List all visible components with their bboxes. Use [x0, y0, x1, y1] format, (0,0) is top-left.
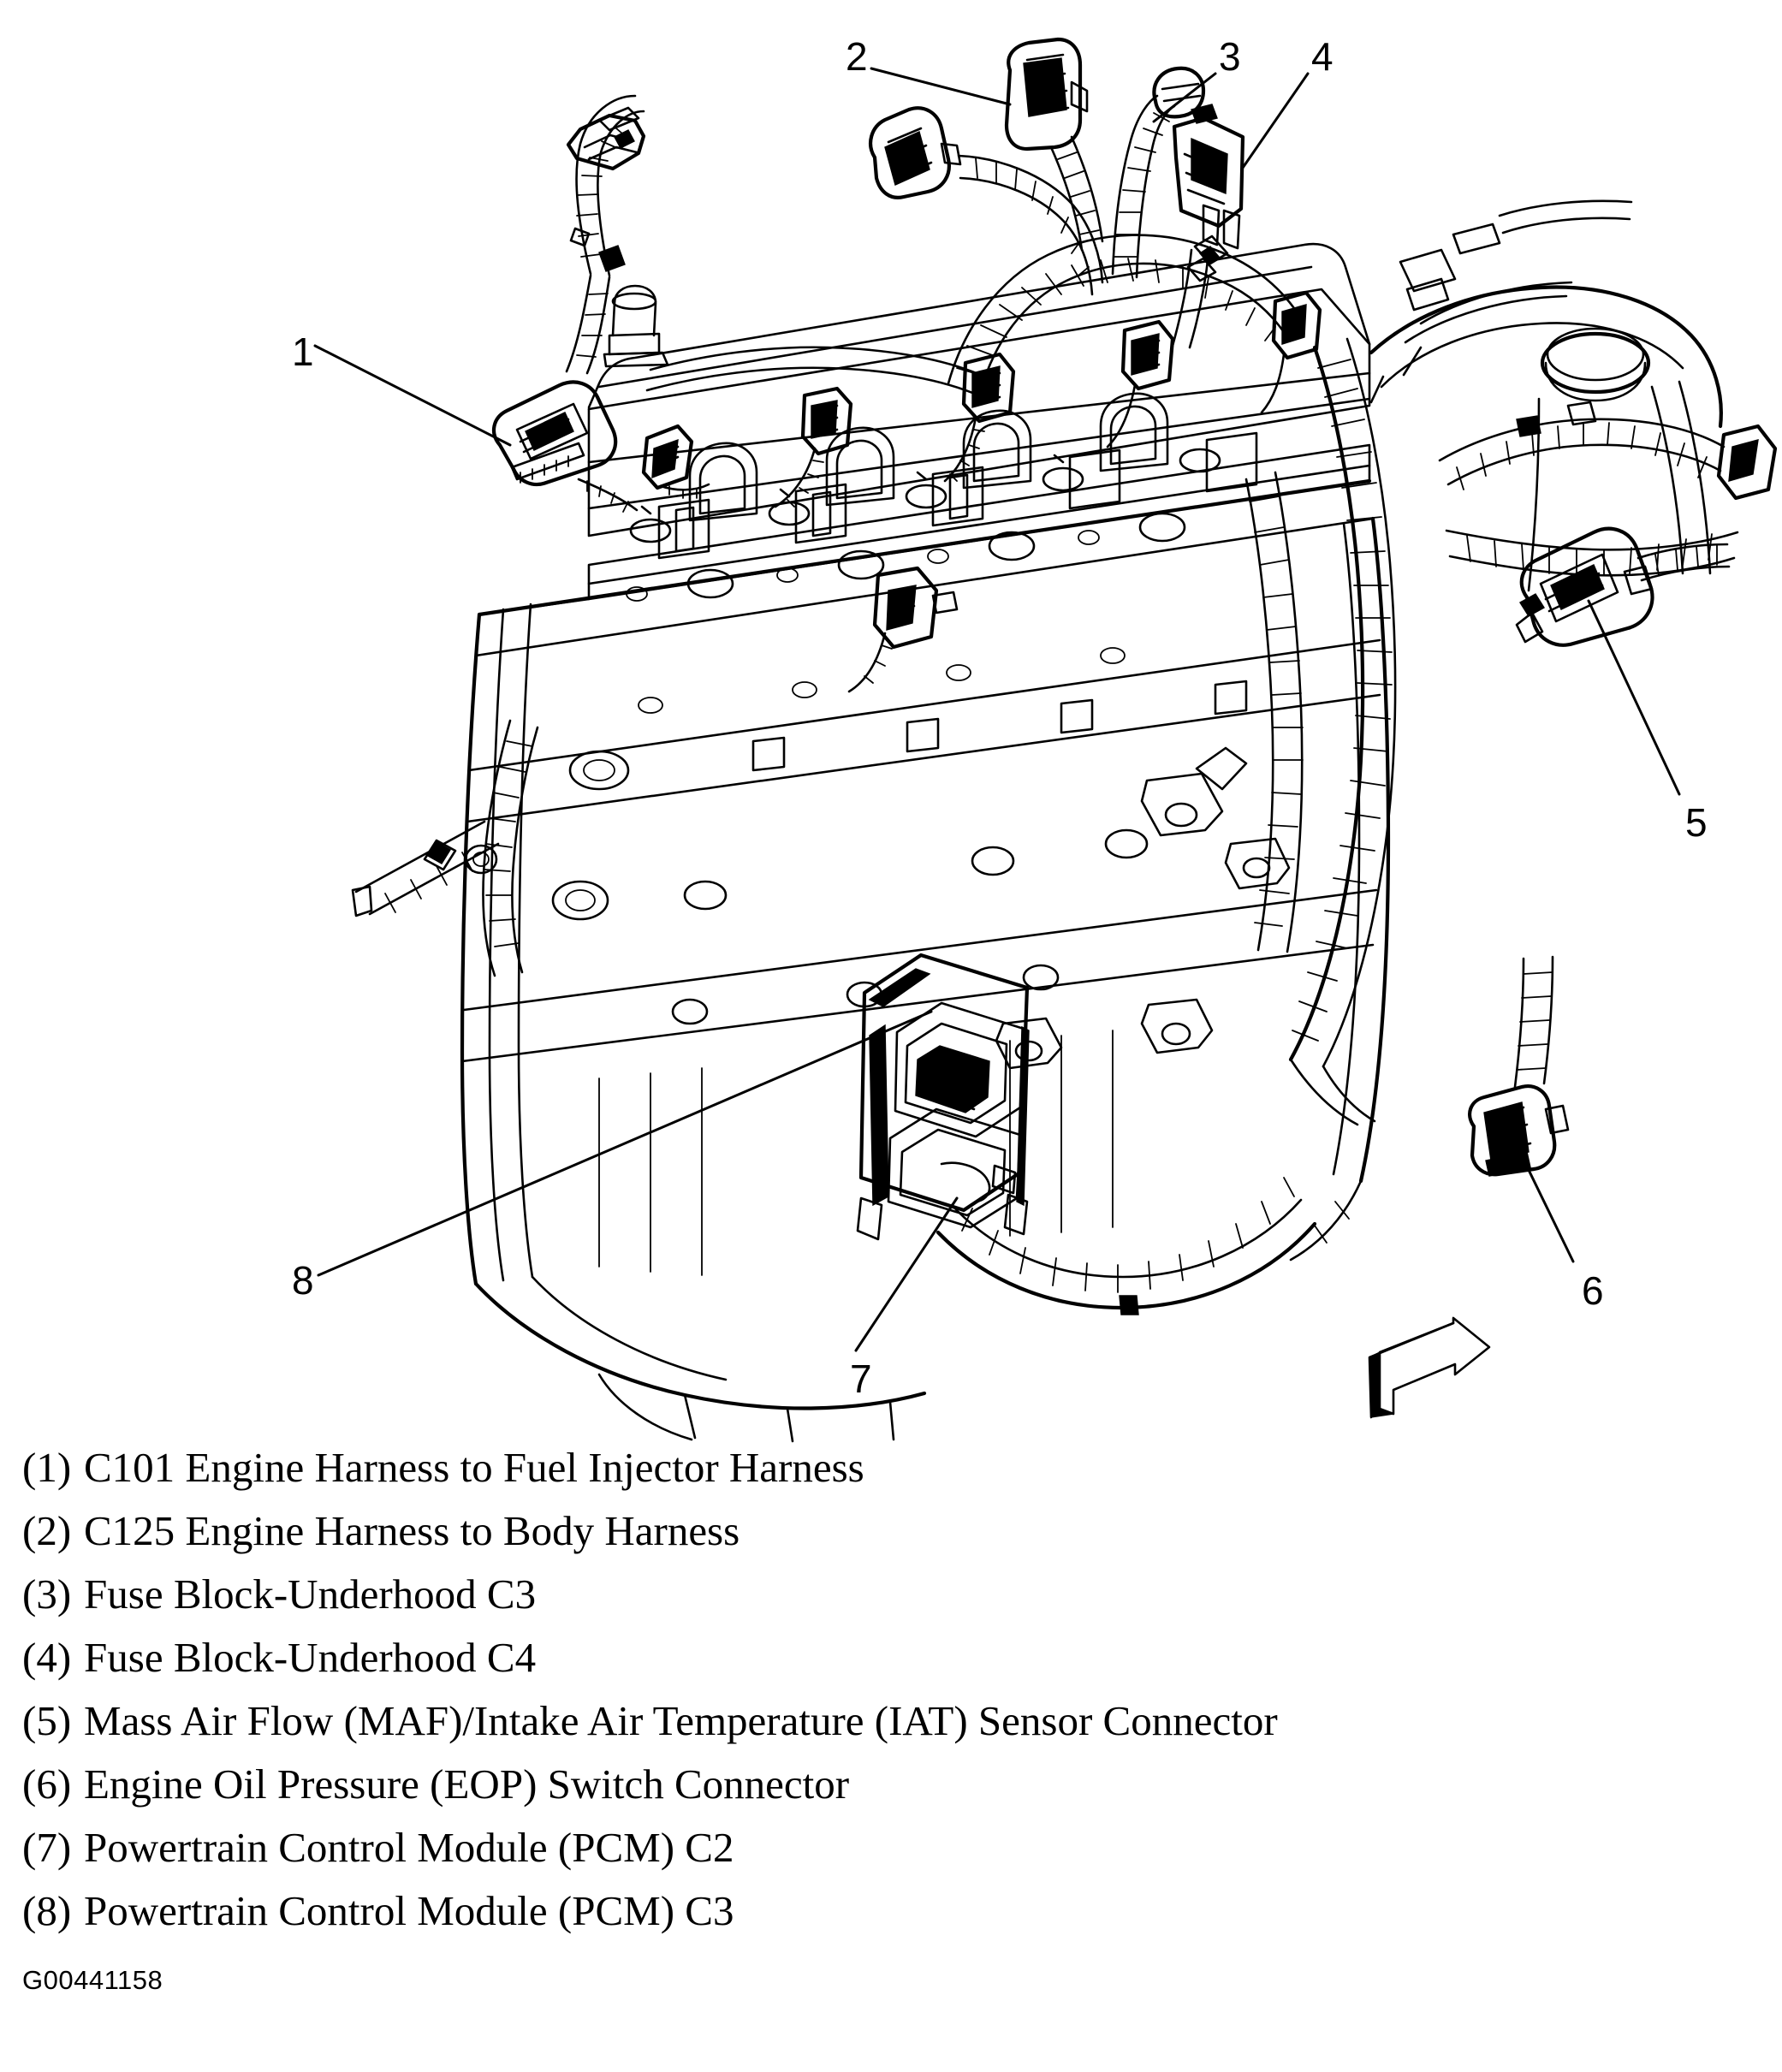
- connector-small-left: [641, 424, 710, 499]
- valve-cover: [587, 242, 1371, 411]
- legend-item-label: Powertrain Control Module (PCM) C3: [84, 1887, 734, 1934]
- legend-item-index: (4): [22, 1634, 72, 1681]
- coil-connectors-row: [774, 290, 1322, 508]
- legend-item-index: (2): [22, 1507, 72, 1554]
- callout-number: 3: [1219, 34, 1241, 79]
- mid-block-sensor: [847, 566, 959, 693]
- leader-line-2: [870, 67, 1012, 106]
- direction-arrow: [1368, 1316, 1491, 1419]
- legend-item: (7) Powertrain Control Module (PCM) C2: [0, 1826, 1782, 1890]
- leader-line-4: [1241, 72, 1310, 169]
- legend-item: (5) Mass Air Flow (MAF)/Intake Air Tempe…: [0, 1700, 1782, 1763]
- connector-fuse-block-c3-c4: [1111, 66, 1245, 349]
- engine-illustration: [313, 37, 1778, 1443]
- connector-c101-fuel-injector: [491, 380, 639, 513]
- top-right-small-parts: [1399, 199, 1633, 312]
- right-engine-cover: [1369, 281, 1723, 592]
- legend-item-label: C101 Engine Harness to Fuel Injector Har…: [84, 1444, 864, 1491]
- block-surface-details: [551, 647, 1248, 1276]
- legend-item-label: Fuse Block-Underhood C4: [84, 1634, 537, 1681]
- legend-item: (1) C101 Engine Harness to Fuel Injector…: [0, 1446, 1782, 1510]
- cylinder-head-and-block: [460, 478, 1391, 1443]
- callout-number: 8: [292, 1258, 314, 1303]
- legend-item-label: Mass Air Flow (MAF)/Intake Air Temperatu…: [84, 1697, 1278, 1744]
- callout-number: 1: [292, 330, 314, 374]
- cam-carrier: [587, 342, 1371, 543]
- lower-sweep-harness: [936, 1177, 1317, 1315]
- callout-number: 6: [1582, 1268, 1604, 1313]
- legend-item: (3) Fuse Block-Underhood C3: [0, 1573, 1782, 1636]
- leader-line-8: [317, 1010, 933, 1277]
- engine-line-art: [313, 37, 1778, 1443]
- legend-item-label: C125 Engine Harness to Body Harness: [84, 1507, 740, 1554]
- legend-list: (1) C101 Engine Harness to Fuel Injector…: [0, 1446, 1782, 1960]
- legend-item-index: (7): [22, 1824, 72, 1871]
- callout-number: 4: [1311, 34, 1334, 79]
- sump-corner: [1289, 1058, 1376, 1262]
- right-branch-connectors: [1438, 401, 1778, 577]
- connector-c125-body-harness: [1004, 37, 1104, 252]
- callout-number: 5: [1685, 800, 1708, 845]
- legend-item-index: (8): [22, 1887, 72, 1934]
- connector-eop-switch: [1468, 955, 1570, 1177]
- legend-item-index: (3): [22, 1570, 72, 1618]
- left-side-conduit: [482, 719, 539, 977]
- legend-item-label: Engine Oil Pressure (EOP) Switch Connect…: [84, 1760, 850, 1808]
- legend-item-label: Fuse Block-Underhood C3: [84, 1570, 537, 1618]
- legend-item: (8) Powertrain Control Module (PCM) C3: [0, 1890, 1782, 1953]
- legend-item: (6) Engine Oil Pressure (EOP) Switch Con…: [0, 1763, 1782, 1826]
- block-brackets: [995, 746, 1291, 1070]
- callout-number: 2: [846, 34, 868, 79]
- legend-item-label: Powertrain Control Module (PCM) C2: [84, 1824, 734, 1871]
- upper-left-harness: [565, 94, 646, 375]
- leader-line-1: [313, 344, 512, 447]
- left-protruding-tube: [351, 820, 500, 917]
- legend-item: (2) C125 Engine Harness to Body Harness: [0, 1510, 1782, 1573]
- leader-line-3: [1152, 72, 1217, 123]
- legend-item-index: (5): [22, 1697, 72, 1744]
- connector-oval-small: [869, 106, 1104, 296]
- right-side-harness: [1244, 337, 1397, 1068]
- leader-lines: [313, 67, 1681, 1352]
- leader-line-6: [1512, 1137, 1575, 1263]
- callout-number: 7: [850, 1357, 872, 1401]
- leader-line-5: [1587, 599, 1681, 796]
- figure-code: G00441158: [22, 1965, 163, 1995]
- legend-item-index: (6): [22, 1760, 72, 1808]
- powertrain-control-module: [856, 953, 1030, 1241]
- legend-item-index: (1): [22, 1444, 72, 1491]
- leader-line-7: [854, 1196, 959, 1352]
- legend-item: (4) Fuse Block-Underhood C4: [0, 1636, 1782, 1700]
